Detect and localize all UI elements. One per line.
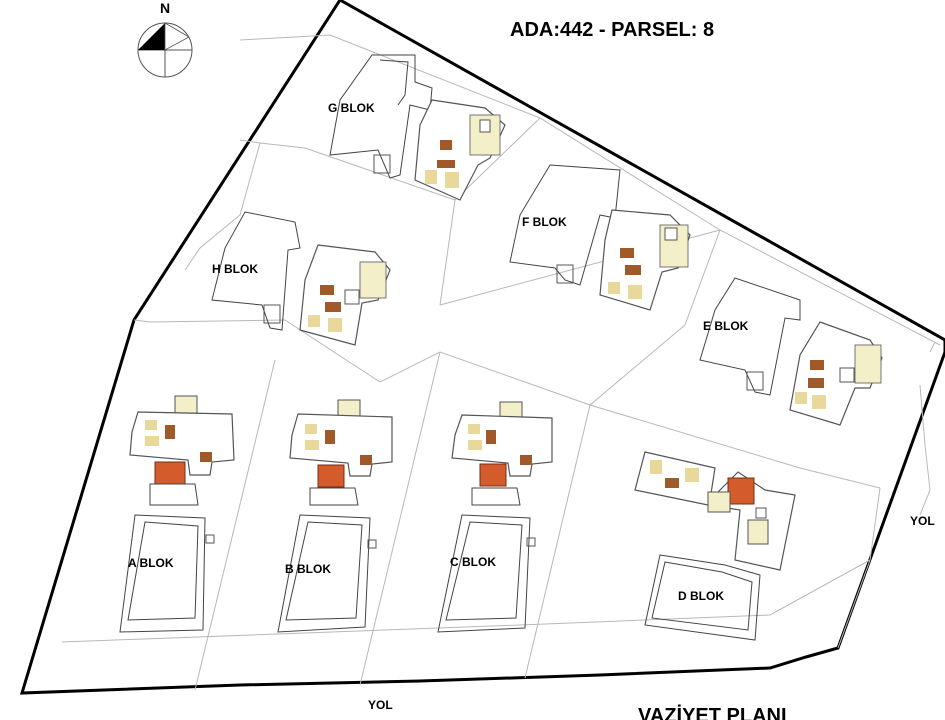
compass-label: N (160, 0, 170, 16)
block-h (211, 211, 391, 346)
block-label-a: A BLOK (128, 556, 174, 570)
block-e (699, 277, 883, 426)
block-a (119, 395, 235, 633)
block-c (437, 401, 553, 633)
block-label-d: D BLOK (678, 589, 724, 603)
block-label-f: F BLOK (522, 215, 567, 229)
block-label-g: G BLOK (328, 101, 375, 115)
block-b (277, 399, 393, 633)
block-label-h: H BLOK (212, 262, 258, 276)
block-label-b: B BLOK (285, 562, 331, 576)
block-g (329, 54, 506, 201)
block-f (509, 164, 691, 311)
block-d (634, 451, 796, 641)
plan-subtitle: VAZİYET PLANI (638, 704, 787, 720)
block-label-e: E BLOK (703, 319, 749, 333)
page-title: ADA:442 - PARSEL: 8 (510, 19, 714, 41)
road-label-east: YOL (910, 514, 935, 528)
block-label-c: C BLOK (450, 555, 496, 569)
north-arrow-icon (137, 22, 193, 78)
road-label-south: YOL (368, 698, 393, 712)
parcel-boundary (19, 0, 945, 695)
